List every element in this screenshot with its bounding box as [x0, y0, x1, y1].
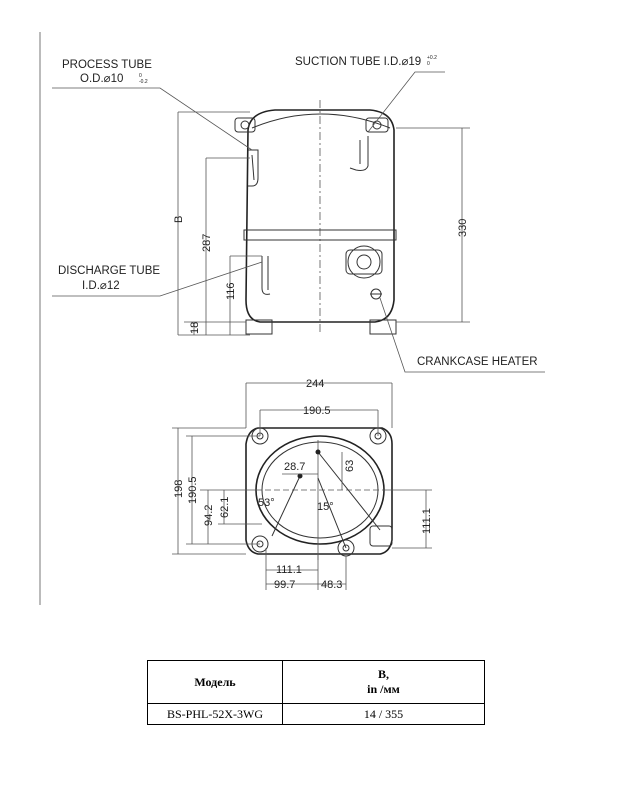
- tube-ray: [317, 451, 381, 531]
- foot-left: [245, 319, 273, 335]
- terminal-plate: [345, 249, 383, 275]
- suction-tube-label: SUCTION TUBE I.D.⌀19: [295, 56, 421, 68]
- lug-left-hole: [240, 120, 250, 130]
- foot-right: [369, 319, 397, 335]
- crankcase-heater-label: CRANKCASE HEATER: [417, 356, 538, 368]
- dim-116-text: 116: [225, 282, 237, 300]
- header-b-line2: in /мм: [367, 682, 400, 696]
- top-terminal: [369, 525, 393, 547]
- side-view: PROCESS TUBE O.D.⌀10 0 -0.2 SUCTION TUBE…: [52, 55, 545, 373]
- discharge-tube: [261, 256, 271, 295]
- header-model: Модель: [147, 660, 283, 704]
- angle-15-ray: [317, 477, 347, 549]
- process-tube-tol-bottom: -0.2: [139, 79, 148, 85]
- header-b: B, in /мм: [282, 660, 485, 704]
- compressor-body: [245, 109, 395, 323]
- cell-b: 14 / 355: [282, 703, 485, 725]
- cell-model: BS-PHL-52X-3WG: [147, 703, 283, 725]
- process-tube-inner: [251, 154, 255, 181]
- dim-330-text: 330: [457, 219, 469, 237]
- lug-left: [234, 117, 256, 133]
- dim-63-text: 63: [344, 460, 356, 472]
- dim-48-3-text: 48.3: [321, 579, 342, 591]
- dim-198-text: 198: [173, 480, 185, 498]
- angle-53-text: 53°: [258, 497, 275, 509]
- lug-right: [365, 117, 389, 133]
- dim-18-text: 18: [189, 322, 201, 334]
- dome-arc: [251, 113, 391, 129]
- dim-111-1-bottom-text: 111.1: [276, 564, 302, 576]
- leader-suction-tube: [367, 71, 445, 133]
- process-tube-label: PROCESS TUBE: [62, 59, 152, 71]
- mount-hole-br-center: [342, 544, 350, 552]
- lug-right-hole: [372, 120, 382, 130]
- base-plate: [245, 427, 393, 555]
- angle-15-text: 15°: [317, 501, 334, 513]
- dim-287-text: 287: [201, 234, 213, 252]
- dim-190-5-top-text: 190.5: [303, 405, 331, 417]
- dim-28-7-text: 28.7: [284, 461, 305, 473]
- terminal-center: [356, 254, 372, 270]
- discharge-tube-dim: I.D.⌀12: [82, 280, 120, 292]
- leader-crankcase-heater: [379, 297, 545, 373]
- header-b-line1: B,: [377, 667, 389, 681]
- tube-point-b: [315, 449, 321, 455]
- top-view: 244 190.5 198 190.5 94.2 62.1 28.7 63 53…: [172, 378, 433, 591]
- tube-point-a: [297, 473, 303, 479]
- dim-190-5-left-text: 190.5: [187, 476, 199, 504]
- dim-99-7-text: 99.7: [274, 579, 295, 591]
- dim-b-text: B: [173, 216, 185, 223]
- discharge-tube-label: DISCHARGE TUBE: [58, 265, 160, 277]
- dim-244-text: 244: [306, 378, 324, 390]
- mid-band: [243, 229, 397, 241]
- process-tube-tol-top: 0: [139, 73, 142, 79]
- suction-tube-tol-bottom: 0: [427, 61, 430, 67]
- process-tube: [248, 149, 259, 187]
- spec-table: Модель B, in /мм BS-PHL-52X-3WG 14 / 355: [147, 660, 485, 725]
- leader-process-tube: [52, 87, 253, 151]
- suction-tube-tol-top: +0.2: [427, 55, 437, 61]
- leader-discharge-tube: [52, 261, 263, 297]
- suction-tube: [349, 136, 369, 171]
- terminal-box: [347, 245, 381, 279]
- process-tube-dim: O.D.⌀10: [80, 73, 123, 85]
- table-row: BS-PHL-52X-3WG 14 / 355: [147, 703, 485, 725]
- technical-drawing: PROCESS TUBE O.D.⌀10 0 -0.2 SUCTION TUBE…: [39, 32, 545, 605]
- dim-111-1-right-text: 111.1: [421, 508, 433, 534]
- dim-94-2-text: 94.2: [203, 505, 215, 526]
- table-header-row: Модель B, in /мм: [147, 660, 485, 704]
- dim-62-1-text: 62.1: [219, 497, 231, 518]
- angle-53-ray: [271, 475, 301, 537]
